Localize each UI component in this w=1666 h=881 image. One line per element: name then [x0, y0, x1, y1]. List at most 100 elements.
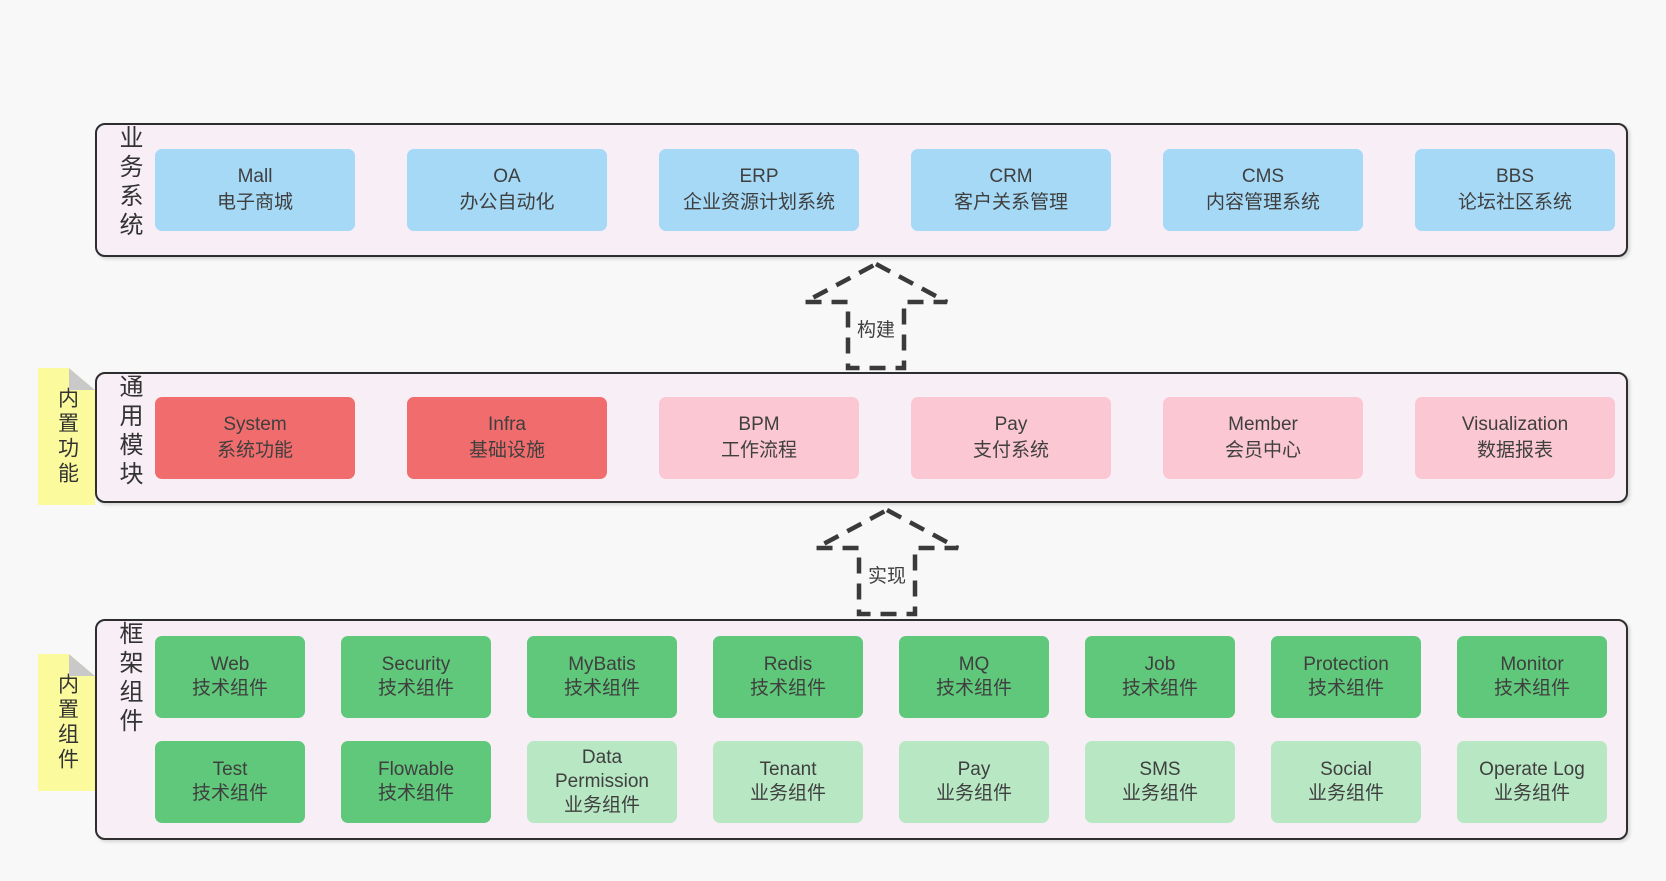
box-title: BPM [738, 413, 780, 435]
box-title: Web [210, 654, 250, 675]
band-label-business-systems: 业务系统 [115, 125, 142, 241]
box-subtitle: 业务组件 [1307, 783, 1384, 804]
box-subtitle: 技术组件 [191, 783, 268, 804]
box-subtitle: 技术组件 [935, 678, 1012, 699]
box-subtitle: 支付系统 [972, 439, 1049, 461]
box-title: Pay [994, 413, 1028, 435]
box-title: Monitor [1500, 654, 1564, 675]
module-box-mall: Mall 电子商城 [155, 149, 355, 231]
module-box-system: System 系统功能 [155, 396, 355, 479]
module-box-infra: Infra 基础设施 [407, 396, 607, 479]
band-label-common-modules: 通用模块 [115, 374, 142, 490]
box-title: System [223, 413, 287, 435]
folded-corner-icon [69, 368, 95, 390]
box-title: Protection [1303, 654, 1389, 675]
box-subtitle: 系统功能 [216, 439, 293, 461]
sticky-note-built-in-components: 内置组件 [38, 654, 95, 791]
box-title: Security [381, 654, 451, 675]
box-title: Flowable [377, 759, 455, 780]
module-box-oa: OA 办公自动化 [407, 149, 607, 231]
box-subtitle: 内容管理系统 [1205, 192, 1320, 213]
box-title: BBS [1495, 166, 1535, 187]
up-block-arrow-icon [814, 507, 960, 617]
box-title: MyBatis [568, 654, 636, 675]
module-box-protection: Protection 技术组件 [1271, 636, 1421, 718]
box-title: Infra [487, 413, 527, 435]
module-box-cms: CMS 内容管理系统 [1163, 149, 1363, 231]
box-subtitle: 客户关系管理 [953, 192, 1068, 213]
box-title: CMS [1241, 166, 1285, 187]
module-box-pay: Pay 支付系统 [911, 396, 1111, 479]
box-title: MQ [958, 654, 990, 675]
box-title: Visualization [1461, 413, 1569, 435]
box-subtitle: 技术组件 [377, 678, 454, 699]
box-title: Test [212, 759, 248, 780]
box-subtitle: 技术组件 [377, 783, 454, 804]
box-title: OA [493, 166, 521, 187]
box-subtitle: 业务组件 [1493, 783, 1570, 804]
box-subtitle: 技术组件 [1493, 678, 1570, 699]
module-box-mybatis: MyBatis 技术组件 [527, 636, 677, 718]
box-subtitle: 工作流程 [720, 439, 797, 461]
box-subtitle: 技术组件 [1121, 678, 1198, 699]
module-box-bpm: BPM 工作流程 [659, 396, 859, 479]
module-box-social: Social 业务组件 [1271, 741, 1421, 823]
module-box-sms: SMS 业务组件 [1085, 741, 1235, 823]
implement-arrow-label: 实现 [862, 560, 912, 589]
box-subtitle: 基础设施 [468, 439, 545, 461]
common-modules-box-row: System 系统功能 Infra 基础设施 BPM 工作流程 Pay 支付系统 Member 会… [155, 374, 1615, 501]
module-box-member: Member 会员中心 [1163, 396, 1363, 479]
box-title: Member [1228, 413, 1298, 435]
box-subtitle: 技术组件 [191, 678, 268, 699]
box-subtitle: 电子商城 [216, 192, 293, 213]
band-label-framework-components: 框架组件 [115, 621, 142, 737]
module-box-data-permission: Data Permission 业务组件 [527, 741, 677, 823]
module-box-job: Job 技术组件 [1085, 636, 1235, 718]
box-subtitle: 会员中心 [1224, 439, 1301, 461]
module-box-mq: MQ 技术组件 [899, 636, 1049, 718]
folded-corner-icon [69, 654, 95, 676]
box-subtitle: 业务组件 [935, 783, 1012, 804]
module-box-web: Web 技术组件 [155, 636, 305, 718]
module-box-monitor: Monitor 技术组件 [1457, 636, 1607, 718]
implement-arrow: 实现 [812, 506, 962, 618]
build-arrow: 构建 [801, 260, 951, 372]
box-subtitle: 技术组件 [749, 678, 826, 699]
box-title: Job [1144, 654, 1176, 675]
box-title: Mall [237, 166, 273, 187]
box-subtitle: 技术组件 [1307, 678, 1384, 699]
module-box-operate-log: Operate Log 业务组件 [1457, 741, 1607, 823]
module-box-visualization: Visualization 数据报表 [1415, 396, 1615, 479]
box-title: SMS [1139, 759, 1181, 780]
build-arrow-label: 构建 [851, 314, 901, 343]
box-subtitle: 论坛社区系统 [1457, 192, 1572, 213]
module-box-security: Security 技术组件 [341, 636, 491, 718]
box-subtitle: 办公自动化 [459, 192, 555, 213]
box-title: Operate Log [1479, 759, 1585, 780]
box-subtitle: 技术组件 [563, 678, 640, 699]
module-box-bbs: BBS 论坛社区系统 [1415, 149, 1615, 231]
box-subtitle: 业务组件 [749, 783, 826, 804]
box-subtitle: 企业资源计划系统 [682, 192, 835, 213]
sticky-note-label: 内置功能 [55, 386, 79, 487]
box-subtitle: 业务组件 [563, 795, 640, 816]
sticky-note-built-in-features: 内置功能 [38, 368, 95, 505]
box-subtitle: 数据报表 [1476, 439, 1553, 461]
module-box-test: Test 技术组件 [155, 741, 305, 823]
box-title: Data Permission [555, 747, 649, 792]
box-title: Social [1320, 759, 1372, 780]
box-subtitle: 业务组件 [1121, 783, 1198, 804]
module-box-flowable: Flowable 技术组件 [341, 741, 491, 823]
sticky-note-label: 内置组件 [55, 672, 79, 773]
